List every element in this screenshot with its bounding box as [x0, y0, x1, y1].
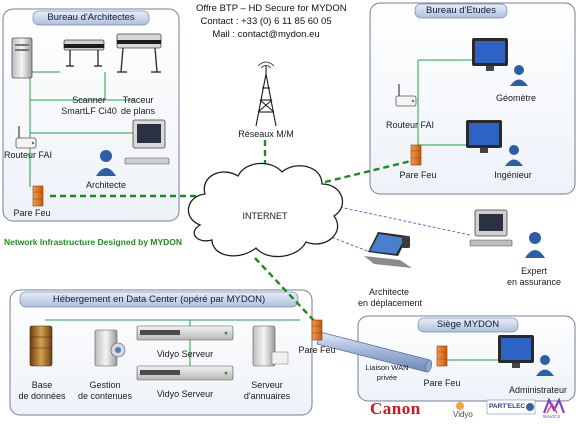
header-line-3: Mail : contact@mydon.eu: [212, 29, 320, 40]
ingenieur-label: Ingénieur: [494, 170, 532, 180]
vidyo-server-1-icon: [136, 325, 234, 341]
base-label-2: de données: [18, 391, 66, 401]
partelec-logo-mark: [486, 399, 536, 415]
architecte-label: Architecte: [85, 180, 127, 190]
server-tower-icon: [11, 37, 33, 79]
firewall-siege-icon: [436, 345, 448, 367]
geometre-user-icon: [510, 65, 528, 86]
vidyo-label-2: Vidyo Serveur: [156, 389, 214, 399]
admin-monitor-icon: [498, 335, 534, 368]
parefeu-siege-label: Pare Feu: [423, 378, 461, 388]
database-icon: [29, 325, 53, 367]
scanner-label-1: Scanner: [72, 95, 106, 105]
parefeu-etudes-label: Pare Feu: [399, 170, 437, 180]
expert-computer-icon: [469, 209, 513, 247]
routeur-etudes-label: Routeur FAI: [385, 120, 435, 130]
router-icon: [15, 126, 37, 149]
expert-label-2: en assurance: [506, 277, 562, 287]
gestion-label-2: de contenues: [77, 391, 133, 401]
header-line-1: Offre BTP – HD Secure for MYDON: [196, 3, 347, 14]
serveur-label-1: Serveur: [251, 380, 283, 390]
serveur-label-2: d'annuaires: [243, 391, 291, 401]
partelec-logo: PART'ELEC: [489, 403, 526, 410]
vidyo-logo: Vidyo: [453, 410, 473, 419]
scanner-label-2: SmartLF Ci40: [61, 106, 117, 116]
archi-dep-label-2: en déplacement: [357, 298, 423, 308]
geometre-label: Géomètre: [495, 93, 537, 103]
ingenieur-user-icon: [505, 145, 523, 166]
router-etudes-icon: [395, 84, 417, 107]
lan-links: [29, 59, 510, 380]
zone-title-siege: Siège MYDON: [436, 319, 500, 330]
routeur-arch-label: Routeur FAI: [3, 150, 53, 160]
zone-title-etudes: Bureau d'Etudes: [426, 5, 496, 16]
wave-logo: WAVICS: [543, 414, 561, 419]
vidyo-label-1: Vidyo Serveur: [156, 349, 214, 359]
zone-hebergement: [9, 289, 313, 416]
zone-title-architectes: Bureau d'Architectes: [47, 12, 135, 23]
reseaux-label: Réseaux M/M: [238, 129, 294, 139]
wan-label-2: privée: [376, 373, 398, 382]
administrateur-label: Administrateur: [508, 385, 568, 395]
internet-label: INTERNET: [242, 211, 288, 221]
geometre-monitor-icon: [472, 38, 508, 71]
firewall-dc-icon: [311, 319, 323, 341]
radio-tower-icon: [255, 61, 277, 127]
expert-user-icon: [525, 232, 545, 258]
vidyo-logo-mark: [456, 402, 464, 410]
canon-logo: Canon: [370, 399, 421, 418]
gestion-label-1: Gestion: [89, 380, 121, 390]
scanner-icon: [63, 39, 105, 67]
network-note: Network Infrastructure Designed by MYDON: [4, 237, 183, 247]
parefeu-arch-label: Pare Feu: [13, 208, 51, 218]
wan-label-1: Liaison WAN: [365, 363, 409, 372]
traceur-label-1: Traceur: [122, 95, 154, 105]
directory-server-icon: [252, 325, 289, 367]
wave-logo-mark: [543, 397, 565, 414]
header-line-2: Contact : +33 (0) 6 11 85 60 05: [200, 16, 332, 27]
laptop-icon: [364, 232, 412, 268]
crt-monitor-icon: [124, 119, 170, 165]
internet-cloud: [187, 162, 344, 258]
firewall-architectes-icon: [32, 185, 44, 207]
architecte-user-icon: [96, 150, 116, 176]
vidyo-server-2-icon: [136, 365, 234, 381]
zone-title-hebergement: Hébergement en Data Center (opéré par MY…: [52, 294, 266, 305]
zone-bureau-architectes: [2, 8, 180, 222]
ingenieur-monitor-icon: [466, 120, 502, 153]
firewall-etudes-icon: [410, 144, 422, 166]
content-server-icon: [94, 329, 126, 367]
traceur-label-2: de plans: [120, 106, 156, 116]
parefeu-dc-label: Pare Feu: [298, 345, 336, 355]
plotter-icon: [116, 33, 162, 73]
admin-user-icon: [536, 355, 554, 376]
base-label-1: Base: [31, 380, 53, 390]
phone-icon: [402, 236, 410, 248]
archi-dep-label-1: Architecte: [368, 287, 410, 297]
expert-label-1: Expert: [520, 266, 547, 276]
remote-links: [317, 204, 471, 253]
